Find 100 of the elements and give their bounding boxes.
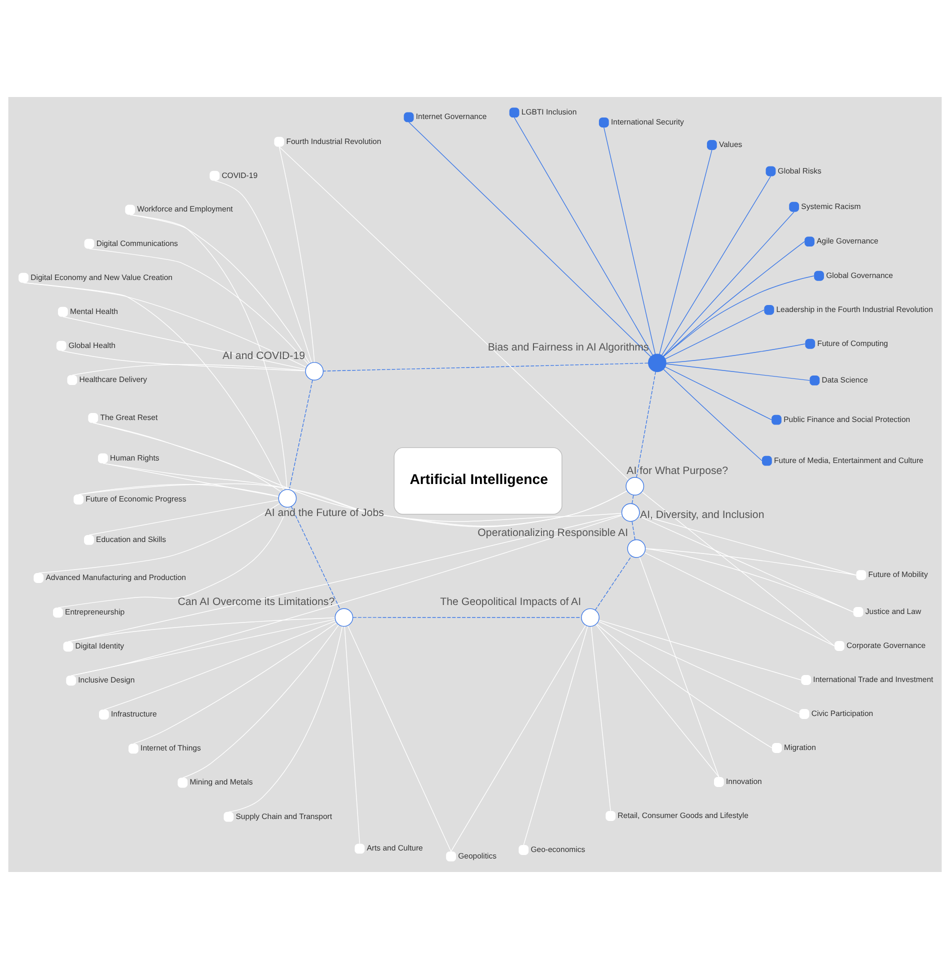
node-label: Geo-economics [530,844,586,854]
connector [662,211,794,357]
node-box: Artificial Intelligence [394,447,562,515]
connector [408,122,652,358]
node-label: Civic Participation [811,708,874,718]
connector [638,514,857,576]
node-label: Global Health [68,340,116,350]
node-circle [626,477,644,496]
connector [598,620,800,714]
connector [596,624,720,778]
node-label: Operationalizing Responsible AI [478,527,628,540]
node-box [66,676,76,686]
connector [639,556,720,778]
connector [78,484,279,497]
connector [182,624,340,778]
node-label: LGBTI Inclusion [521,108,577,117]
node-box [128,744,138,754]
node-label: Supply Chain and Transport [236,812,332,821]
node-box [178,778,188,788]
node-label: Migration [784,742,816,752]
node-label: Inclusive Design [78,676,135,685]
connector [664,310,765,360]
connector [636,371,656,478]
node-label: Future of Media, Entertainment and Culture [774,456,924,465]
node-label: Agile Governance [816,236,878,246]
node-label: The Great Reset [100,412,158,422]
node-box [834,641,844,651]
node-label: Mining and Metals [190,778,253,787]
node-circle [581,608,600,627]
node-label: Values [718,140,742,149]
node-box [74,494,84,504]
node-box [772,743,782,753]
node-box [772,414,782,425]
node-box [84,535,94,545]
connector [323,362,648,372]
node-label: Future of Economic Progress [86,494,186,504]
node-box [598,118,609,128]
connector [58,507,288,608]
node-label: Human Rights [110,453,160,462]
node-box [853,607,864,617]
connector [596,624,772,748]
connector [645,548,854,612]
node-box [53,608,63,618]
connector [288,380,313,490]
node-label: AI and COVID-19 [222,350,306,362]
node-box [34,573,44,583]
connector [278,146,629,480]
node-box [804,236,814,247]
node-label: Healthcare Delivery [79,375,148,384]
connector [604,127,656,355]
connector [78,483,628,526]
connector [278,146,315,363]
node-label: Future of Mobility [868,570,928,580]
connector [88,500,279,536]
node-box [210,170,220,181]
connector [642,492,835,646]
connector [70,514,623,676]
node-circle [627,539,646,558]
node-label: Data Science [822,375,868,384]
connector [68,514,622,642]
connector [632,521,636,540]
node-box [18,272,28,283]
node-box [606,811,616,821]
node-label: Internet of Things [140,744,201,753]
connector [347,625,452,852]
node-box [354,844,365,854]
connector [450,624,586,852]
connector [104,620,336,710]
connector [38,502,280,574]
node-label: Public Finance and Social Protection [784,414,910,424]
node-label: Digital Identity [75,642,124,651]
node-box [518,845,529,855]
node-box [762,456,772,466]
connector [214,180,312,364]
connector [666,364,810,381]
node-label: Mental Health [70,306,118,316]
node-circle [334,608,354,627]
connector [102,462,622,522]
node-label: Geopolitics [458,851,497,860]
node-box [125,204,136,215]
node-box [805,338,816,349]
node-box [714,777,724,787]
node-box [274,136,284,147]
connector [514,117,653,356]
connector [663,241,805,357]
connector [644,552,835,646]
node-box [446,851,456,862]
node-box [706,140,717,150]
node-box [799,709,810,719]
connector [62,316,306,370]
node-label: Global Risks [778,166,822,176]
node-circle [621,503,640,522]
connector [664,366,772,420]
node-label: International Security [610,117,684,126]
connector [632,494,634,504]
connector [598,620,802,680]
node-label: Advanced Manufacturing and Production [46,572,186,582]
connector [344,626,360,844]
node-box [764,304,774,315]
node-box [509,108,520,118]
